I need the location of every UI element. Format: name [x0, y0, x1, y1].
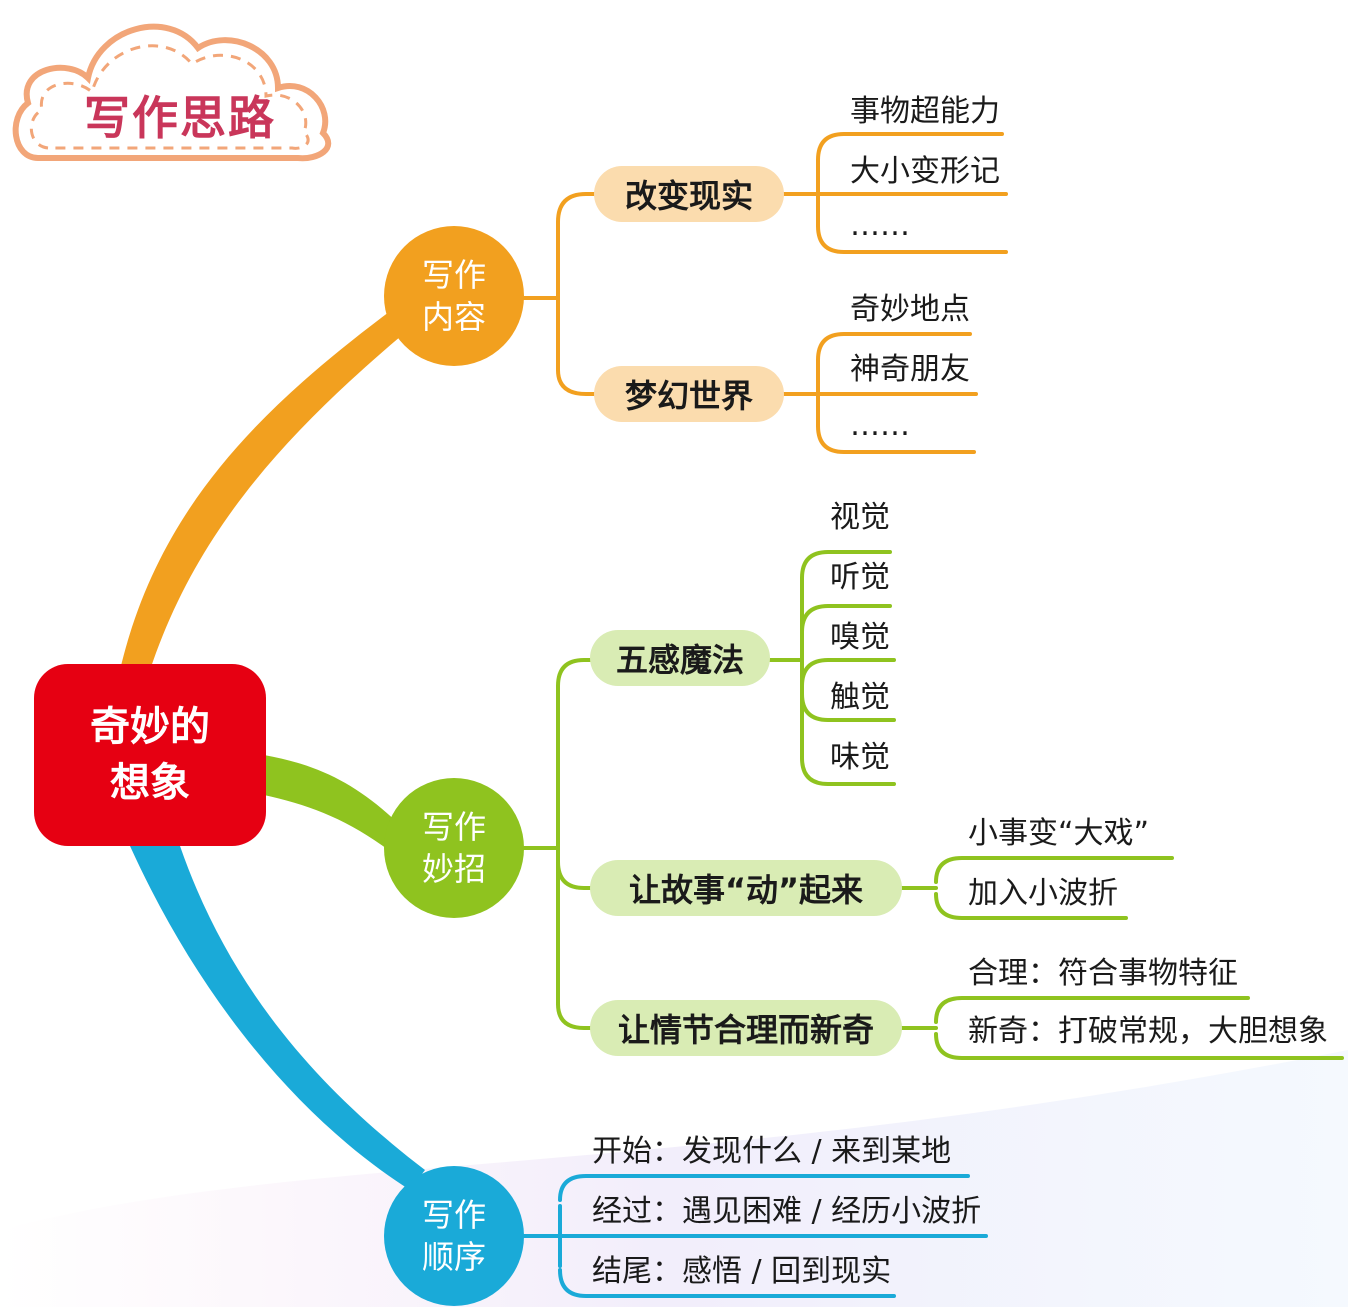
branch-label-line2: 顺序	[421, 1238, 486, 1276]
leaf-item: 大小变形记	[850, 154, 1000, 189]
node-dream-world: 梦幻世界	[594, 366, 784, 422]
branch-label-line1: 写作	[421, 1196, 486, 1234]
leaf-item: 嗅觉	[830, 620, 890, 655]
leaf-item: 视觉	[830, 500, 890, 535]
root-to-order-branch	[130, 846, 425, 1190]
node-plot-reasonable: 让情节合理而新奇	[590, 1000, 902, 1056]
page-title: 写作思路	[84, 91, 276, 145]
root-to-content-branch	[120, 300, 420, 670]
branch-label-line1: 写作	[421, 808, 486, 846]
leaf-item: ……	[850, 408, 910, 443]
branch-writing-tips: 写作 妙招	[384, 778, 524, 918]
root-node: 奇妙的 想象	[34, 664, 266, 846]
leaf-item: 味觉	[830, 740, 890, 775]
leaf-item: 合理：符合事物特征	[968, 956, 1238, 991]
leaf-item: 结尾：感悟 / 回到现实	[592, 1254, 892, 1289]
leaf-item: 神奇朋友	[850, 352, 970, 387]
branch-label-line2: 妙招	[421, 850, 486, 888]
node-five-senses: 五感魔法	[590, 630, 770, 686]
leaf-item: 触觉	[830, 680, 890, 715]
leaf-item: 开始：发现什么 / 来到某地	[592, 1134, 952, 1169]
branch-writing-order: 写作 顺序	[384, 1166, 524, 1306]
node-story-move: 让故事“动”起来	[590, 860, 902, 916]
root-node-line2: 想象	[110, 760, 190, 806]
root-to-tips-branch	[264, 755, 405, 855]
background-swoosh	[0, 1050, 1348, 1307]
leaf-item: 听觉	[830, 560, 890, 595]
leaf-item: 事物超能力	[850, 94, 1000, 129]
branch-writing-content: 写作 内容	[384, 226, 524, 366]
branch-label-line1: 写作	[421, 256, 486, 294]
node-change-reality: 改变现实	[594, 166, 784, 222]
leaf-item: 奇妙地点	[850, 292, 970, 327]
leaf-item: 小事变“大戏”	[968, 816, 1150, 851]
cloud-shape	[12, 23, 332, 162]
leaf-item: ……	[850, 208, 910, 243]
root-node-line1: 奇妙的	[90, 704, 210, 750]
leaf-item: 加入小波折	[968, 876, 1118, 911]
branch-label-line2: 内容	[421, 298, 486, 336]
leaf-item: 经过：遇见困难 / 经历小波折	[592, 1194, 982, 1229]
title-cloud-badge	[12, 23, 332, 162]
leaf-item: 新奇：打破常规，大胆想象	[968, 1014, 1328, 1049]
